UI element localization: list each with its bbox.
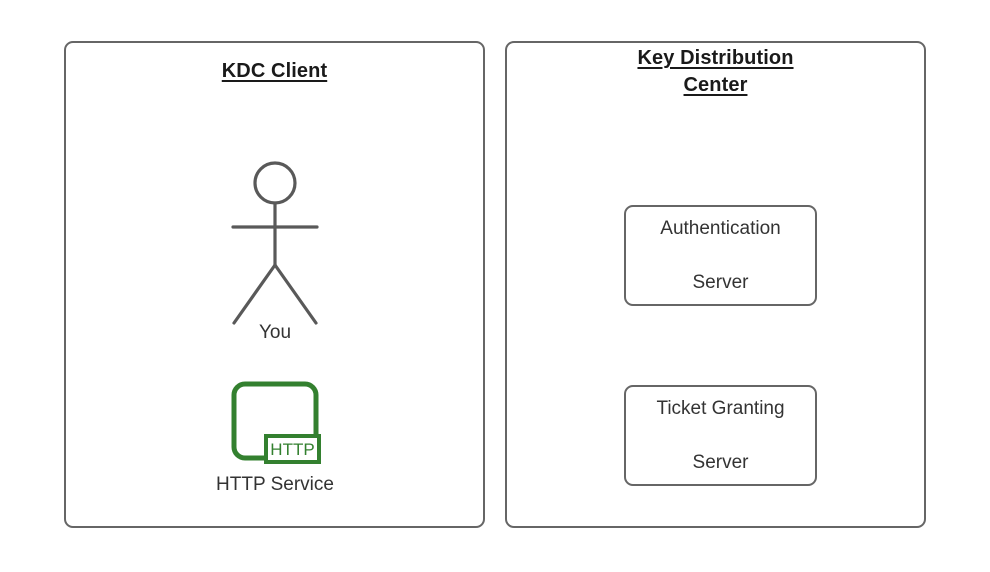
http-badge-text: HTTP <box>270 440 314 459</box>
kdc-title-line-1: Key Distribution <box>637 47 794 69</box>
http-service-label: HTTP Service <box>216 474 334 495</box>
kdc-title-line-2: Center <box>683 74 748 96</box>
ticket-granting-server-line-2: Server <box>692 452 749 473</box>
http-service-icon: HTTP <box>231 381 321 464</box>
authentication-server-line-2: Server <box>692 272 749 293</box>
ticket-granting-server-line-1: Ticket Granting <box>656 398 785 419</box>
stick-figure-actor-icon <box>231 161 319 325</box>
authentication-server-line-1: Authentication <box>660 218 781 239</box>
actor-label: You <box>258 322 292 343</box>
kdc-client-panel-title: KDC Client <box>64 58 485 85</box>
kdc-client-title-text: KDC Client <box>221 60 328 82</box>
kdc-panel-title: Key Distribution Center <box>505 45 926 99</box>
